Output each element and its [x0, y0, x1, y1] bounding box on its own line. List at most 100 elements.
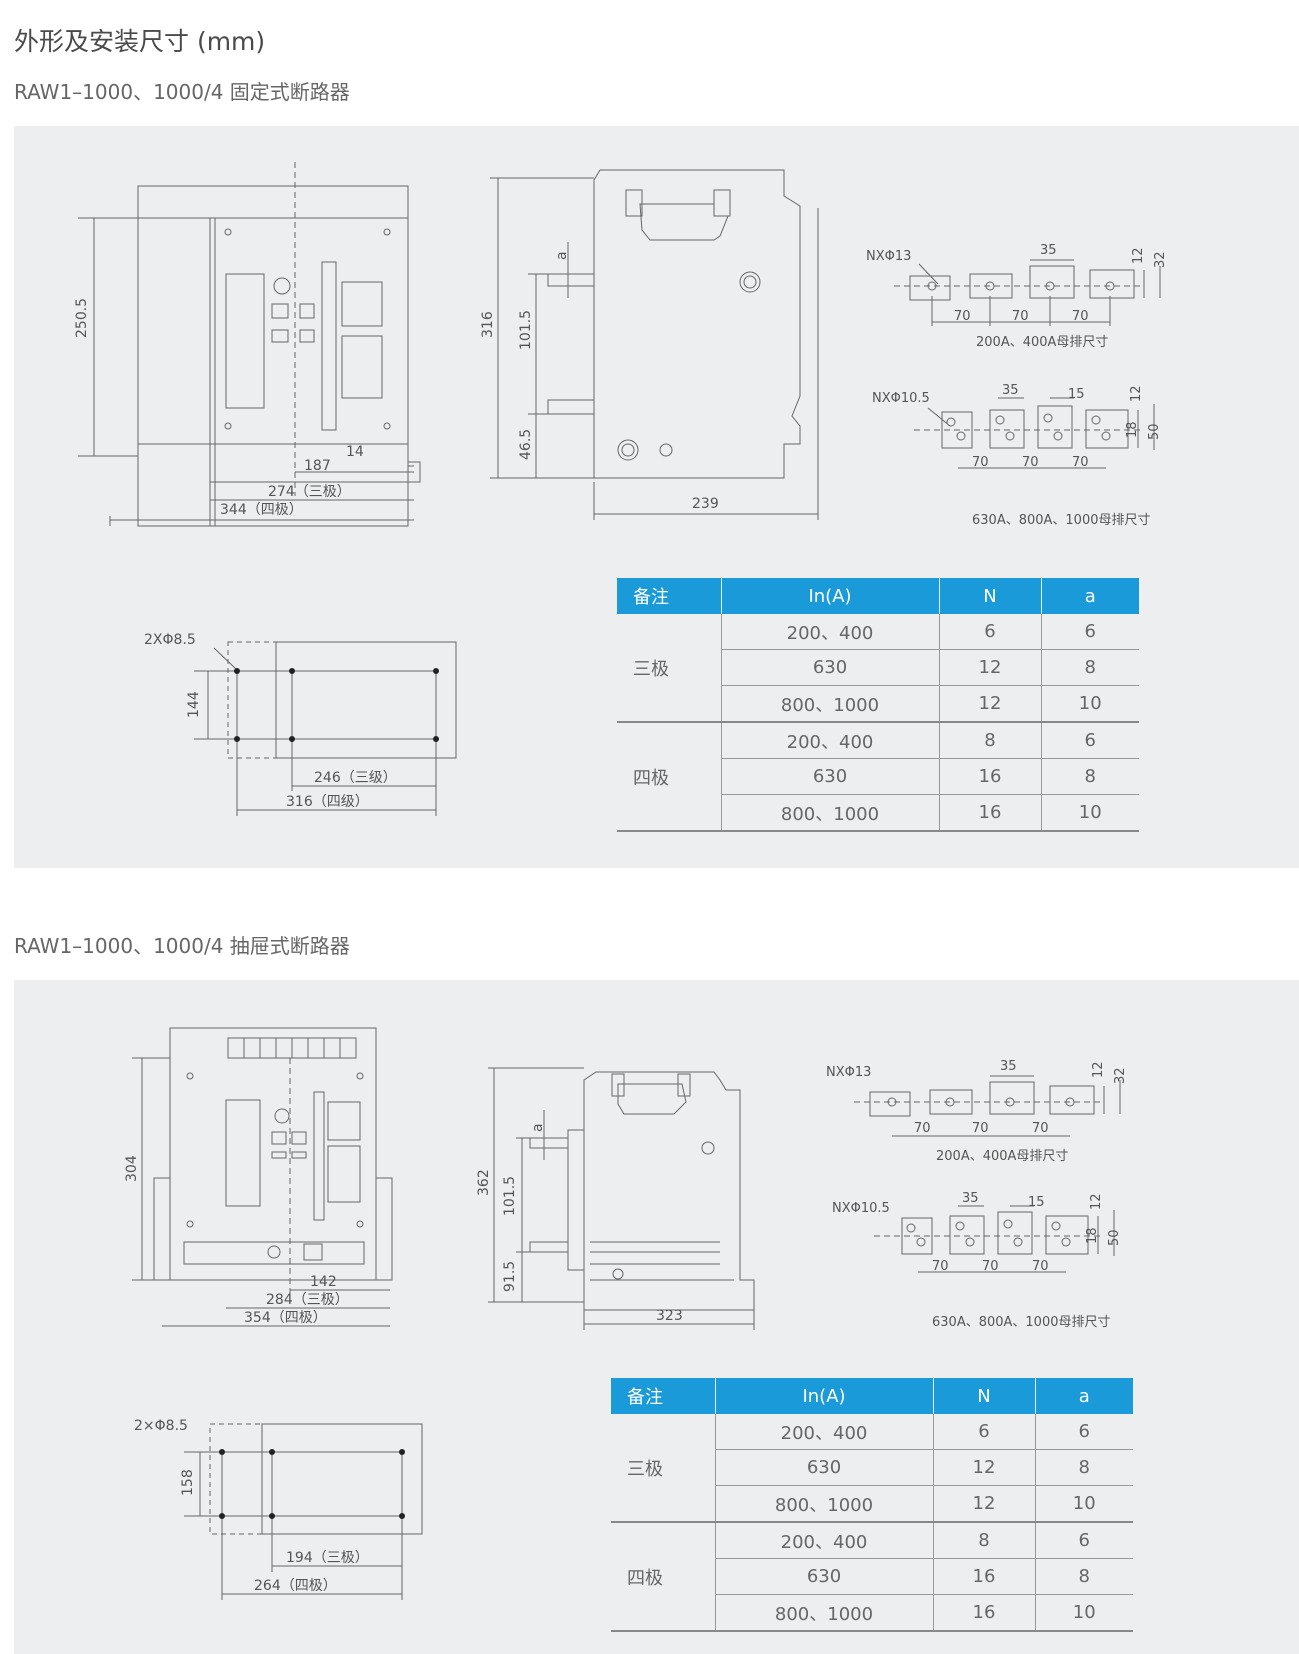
page-title: 外形及安装尺寸 (mm): [14, 27, 266, 56]
pitch-35: 35: [962, 1191, 979, 1206]
busbar-small-labels: NXΦ13 35 12 32 70 70 70 200A、400A母排尺寸: [866, 243, 1168, 350]
table-row: 800、1000 12 10: [611, 1485, 1133, 1523]
t-50: 50: [1147, 423, 1162, 440]
busbar-small-caption: 200A、400A母排尺寸: [936, 1149, 1068, 1164]
table-row: 三极 200、400 6 6: [611, 1414, 1133, 1523]
busbar-large-caption: 630A、800A、1000母排尺寸: [972, 513, 1151, 528]
busbar-small: [894, 259, 1161, 326]
t-15: 15: [1028, 1195, 1045, 1210]
holes-8-5: 2XΦ8.5: [144, 632, 196, 648]
d-70-3: 70: [1032, 1259, 1049, 1274]
t-12: 12: [1091, 1061, 1106, 1078]
cell-in: 630: [715, 1558, 934, 1595]
header-a: a: [1035, 1378, 1133, 1414]
cell-a: 10: [1041, 685, 1139, 723]
t-32: 32: [1153, 251, 1168, 268]
pitch-35: 35: [1000, 1059, 1017, 1074]
dim-316: 316: [480, 311, 496, 338]
table-row: 630 12 8: [617, 649, 1139, 686]
d-70-1: 70: [972, 455, 989, 470]
cell-n: 12: [933, 1485, 1036, 1523]
drawing-panel-fixed: 250.5 187 14 274（三极） 344（四极） a 316 101.5…: [14, 126, 1299, 868]
d-70-2: 70: [1012, 309, 1029, 324]
cell-n: 16: [933, 1558, 1036, 1595]
cell-n: 6: [939, 614, 1042, 650]
table-row: 800、1000 16 10: [617, 794, 1139, 832]
dim-362: 362: [476, 1169, 492, 1196]
section-title-drawout: RAW1–1000、1000/4 抽屉式断路器: [14, 934, 350, 958]
dim-101-5: 101.5: [502, 1176, 518, 1216]
cell-a: 8: [1035, 1449, 1133, 1486]
dim-246: 246（三级）: [314, 770, 397, 786]
cell-a: 6: [1041, 614, 1139, 650]
table-row: 四极 200、400 8 6: [617, 722, 1139, 832]
dim-46-5: 46.5: [518, 429, 534, 460]
cell-in: 630: [721, 649, 940, 686]
header-n: N: [939, 578, 1042, 614]
header-n: N: [933, 1378, 1036, 1414]
cell-in: 800、1000: [715, 1594, 934, 1632]
busbar-large: [874, 1205, 1115, 1273]
holes-8-5: 2×Φ8.5: [134, 1418, 188, 1434]
table-row: 800、1000 12 10: [617, 685, 1139, 723]
dim-101-5: 101.5: [518, 310, 534, 350]
table-row: 800、1000 16 10: [611, 1594, 1133, 1632]
section-title-fixed: RAW1–1000、1000/4 固定式断路器: [14, 80, 350, 104]
d-70-2: 70: [972, 1121, 989, 1136]
d-70-2: 70: [982, 1259, 999, 1274]
dim-144: 144: [186, 691, 202, 718]
front-view: [132, 1027, 393, 1327]
t-15: 15: [1068, 387, 1085, 402]
cell-a: 10: [1035, 1594, 1133, 1632]
mounting-labels: 2XΦ8.5 144 246（三级） 316（四级）: [144, 632, 397, 810]
d-70-3: 70: [1072, 455, 1089, 470]
dim-304: 304: [124, 1155, 140, 1182]
dim-a: a: [530, 1123, 546, 1132]
drawing-panel-drawout: 304 142 284（三极） 354（四极） a 362 101.5 91.5: [14, 980, 1299, 1654]
d-70-1: 70: [954, 309, 971, 324]
cell-n: 16: [939, 794, 1042, 832]
fixed-breaker-drawing: 250.5 187 14 274（三极） 344（四极） a 316 101.5…: [74, 162, 1168, 816]
table-row: 630 12 8: [611, 1449, 1133, 1486]
hole-10-5: NXΦ10.5: [832, 1201, 890, 1216]
dim-354: 354（四极）: [244, 1310, 327, 1326]
header-remark: 备注: [617, 578, 722, 614]
d-70-3: 70: [1072, 309, 1089, 324]
cell-a: 6: [1041, 722, 1139, 759]
t-18: 18: [1085, 1227, 1100, 1244]
dim-14: 14: [346, 444, 364, 460]
busbar-small-labels: NXΦ13 35 12 32 70 70 70 200A、400A母排尺寸: [826, 1059, 1128, 1164]
cell-in: 800、1000: [721, 794, 940, 832]
table-row: 四极 200、400 8 6: [611, 1522, 1133, 1632]
dim-239: 239: [692, 496, 719, 512]
hole-10-5: NXΦ10.5: [872, 391, 930, 406]
d-70-3: 70: [1032, 1121, 1049, 1136]
dim-91-5: 91.5: [502, 1261, 518, 1292]
side-view: [490, 169, 819, 520]
busbar-small-caption: 200A、400A母排尺寸: [976, 335, 1108, 350]
front-view: [78, 162, 421, 527]
side-view: [488, 1067, 755, 1330]
dim-264: 264（四极）: [254, 1578, 337, 1594]
cell-a: 10: [1041, 794, 1139, 832]
pole-three: 三极: [617, 614, 722, 723]
cell-a: 10: [1035, 1485, 1133, 1523]
cell-n: 8: [939, 722, 1042, 759]
busbar-large-labels: NXΦ10.5 35 15 12 18 50 70 70 70 630A、800…: [832, 1191, 1122, 1330]
mounting-plan: [184, 1423, 423, 1600]
dim-284: 284（三极）: [266, 1292, 349, 1308]
table-row: 三极 200、400 6 6: [617, 614, 1139, 723]
t-50: 50: [1107, 1229, 1122, 1246]
cell-n: 8: [933, 1522, 1036, 1559]
front-view-labels: 304 142 284（三极） 354（四极）: [124, 1155, 349, 1326]
t-32: 32: [1113, 1067, 1128, 1084]
pole-four: 四极: [611, 1522, 716, 1632]
drawout-breaker-drawing: 304 142 284（三极） 354（四极） a 362 101.5 91.5: [124, 1027, 1128, 1600]
dim-323: 323: [656, 1308, 683, 1324]
table-row: 630 16 8: [611, 1558, 1133, 1595]
t-18: 18: [1125, 421, 1140, 438]
dim-250-5: 250.5: [74, 298, 90, 338]
dim-194: 194（三极）: [286, 1550, 369, 1566]
side-view-labels: a 362 101.5 91.5 323: [476, 1123, 683, 1324]
d-70-1: 70: [914, 1121, 931, 1136]
